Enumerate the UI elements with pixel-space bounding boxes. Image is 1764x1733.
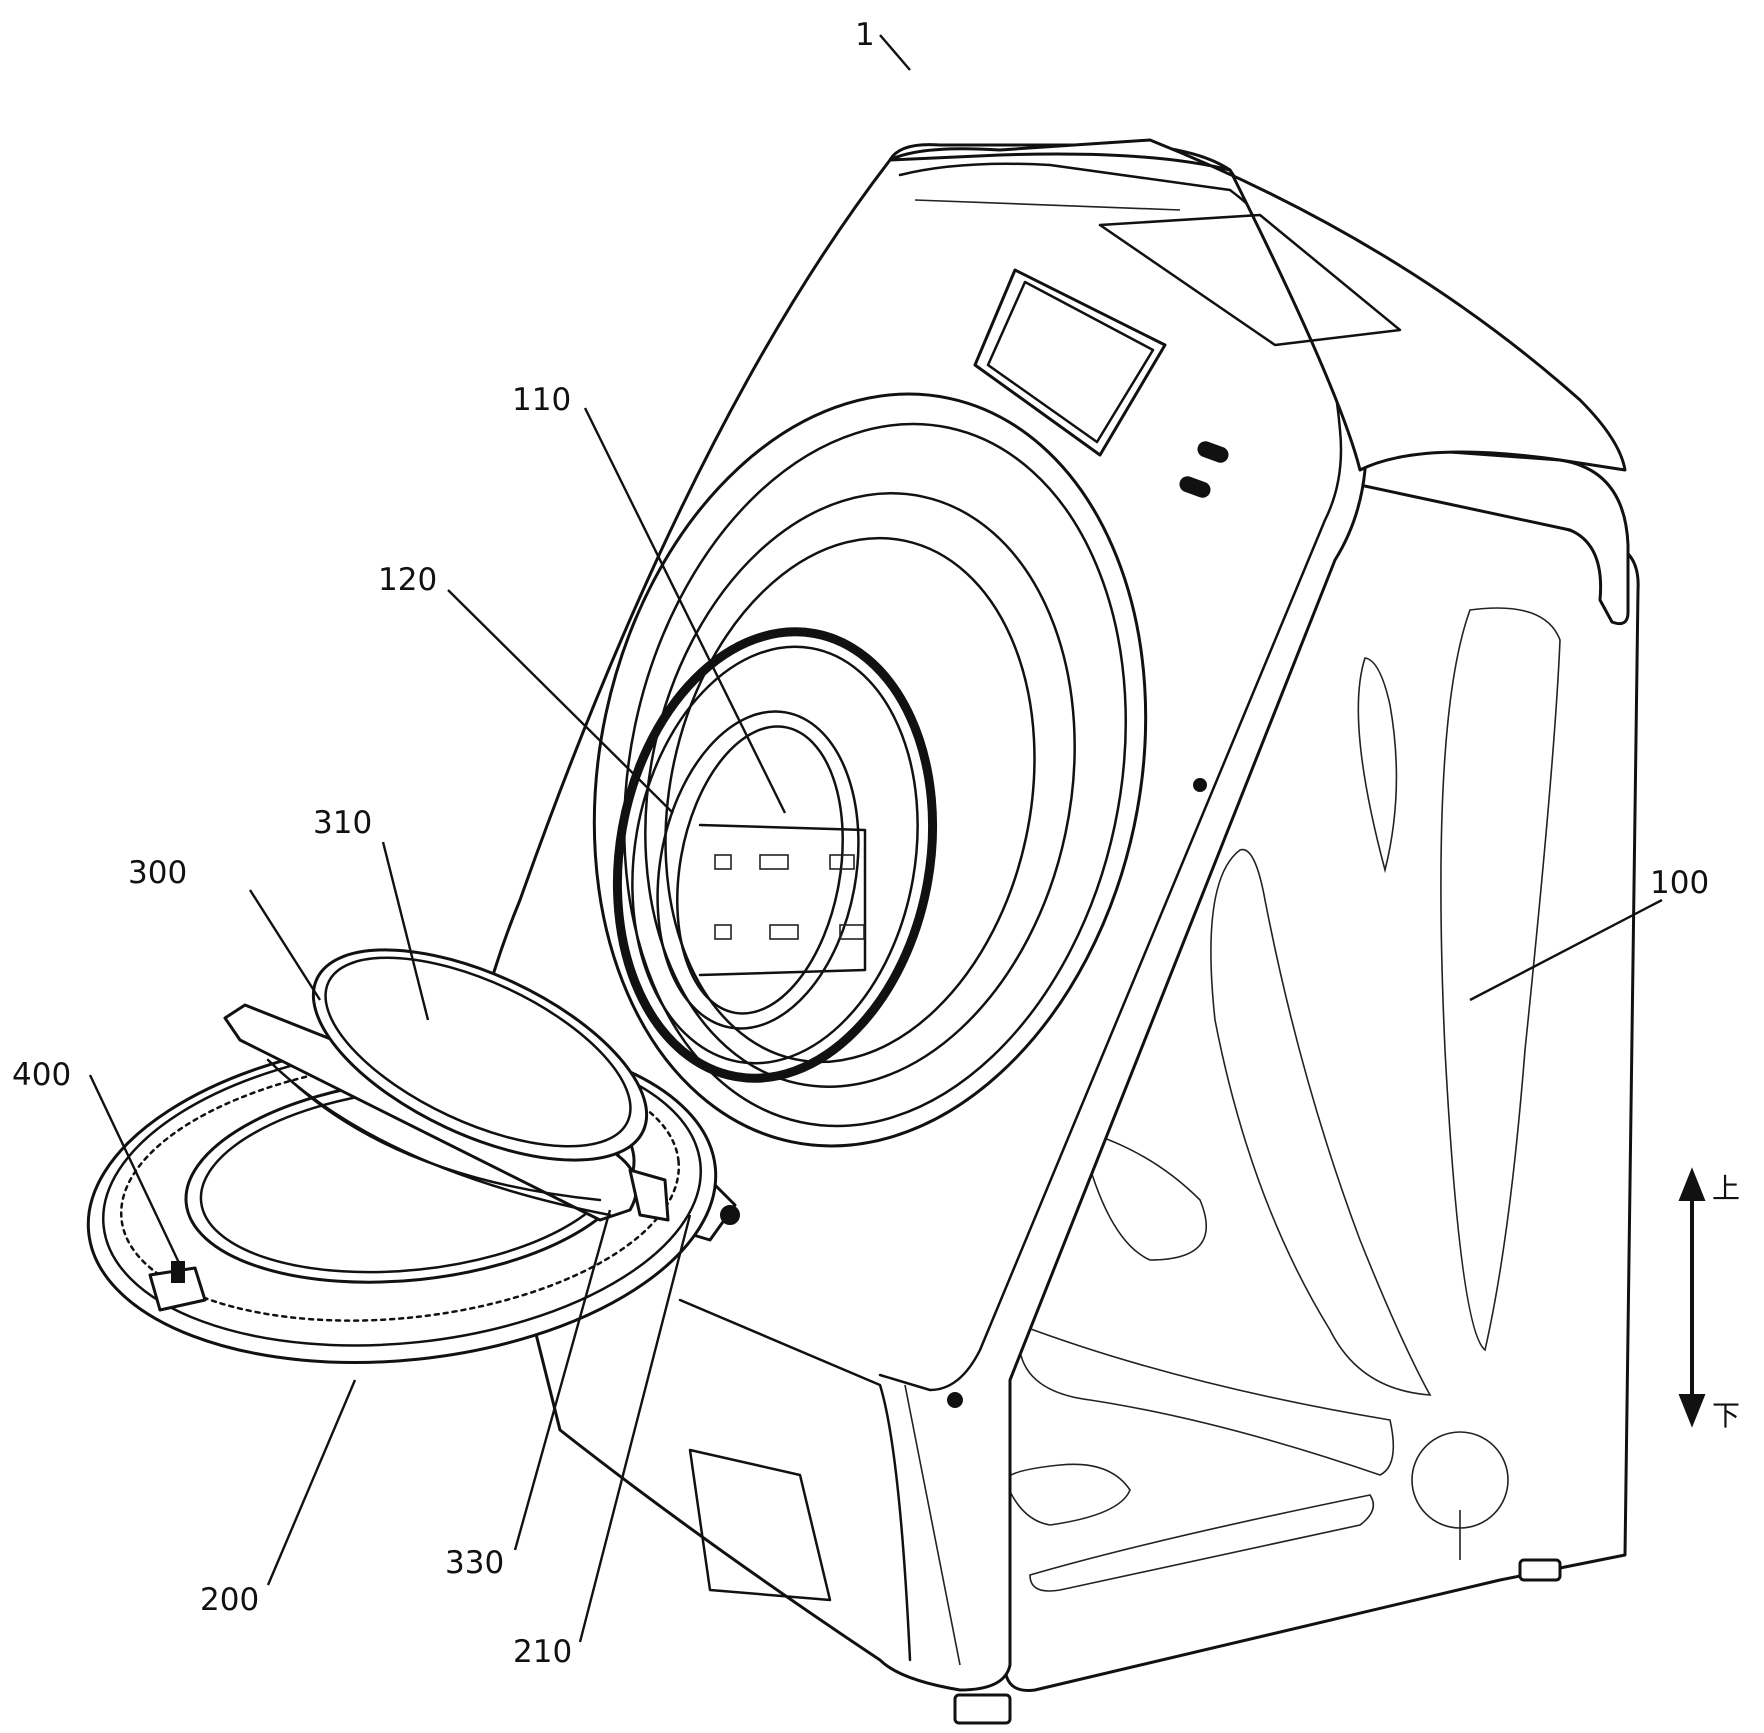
- label-1: 1: [855, 17, 875, 53]
- foot-left: [955, 1695, 1010, 1723]
- direction-up-label: 上: [1712, 1172, 1740, 1205]
- label-210: 210: [513, 1634, 572, 1670]
- label-100: 100: [1650, 865, 1709, 901]
- direction-indicator: 上 下: [1680, 1170, 1740, 1432]
- side-indicator-1: [1194, 779, 1206, 791]
- label-310: 310: [313, 805, 372, 841]
- foot-right: [1520, 1560, 1560, 1580]
- label-330: 330: [445, 1545, 504, 1581]
- label-200: 200: [200, 1582, 259, 1618]
- label-120: 120: [378, 562, 437, 598]
- label-400: 400: [12, 1057, 71, 1093]
- direction-down-label: 下: [1712, 1399, 1740, 1432]
- side-indicator-2: [948, 1393, 962, 1407]
- label-110: 110: [512, 382, 571, 418]
- label-300: 300: [128, 855, 187, 891]
